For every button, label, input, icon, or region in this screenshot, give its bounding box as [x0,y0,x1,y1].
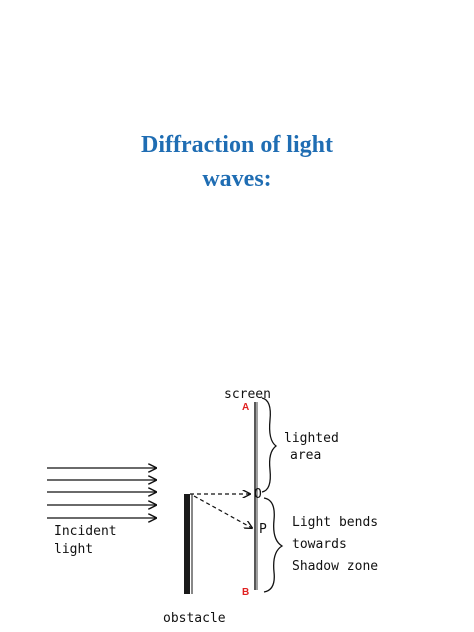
obstacle-label: obstacle [163,611,226,626]
lighted-area-brace [261,397,278,493]
point-a-label: A [242,402,249,413]
title-line-2: waves: [202,166,272,192]
bends-label-1: Light bends [292,515,378,530]
incident-label-1: Incident [54,524,117,539]
obstacle-bar [184,494,190,594]
dashed-ray-to-p [193,495,252,528]
incident-rays [47,468,156,518]
screen-label: screen [224,387,271,402]
point-o-label: O [254,487,262,502]
lighted-area-label-1: lighted [284,431,339,446]
point-b-label: B [242,587,249,598]
shadow-zone-brace [263,497,284,593]
title-line-1: Diffraction of light [141,132,333,158]
lighted-area-label-2: area [290,448,321,463]
incident-label-2: light [54,542,93,557]
bends-label-3: Shadow zone [292,559,378,574]
diffraction-diagram: screen A B O P lighted area Light bends … [47,387,378,626]
point-p-label: P [259,522,267,537]
page-title: Diffraction of light waves: [0,128,474,196]
bends-label-2: towards [292,537,347,552]
